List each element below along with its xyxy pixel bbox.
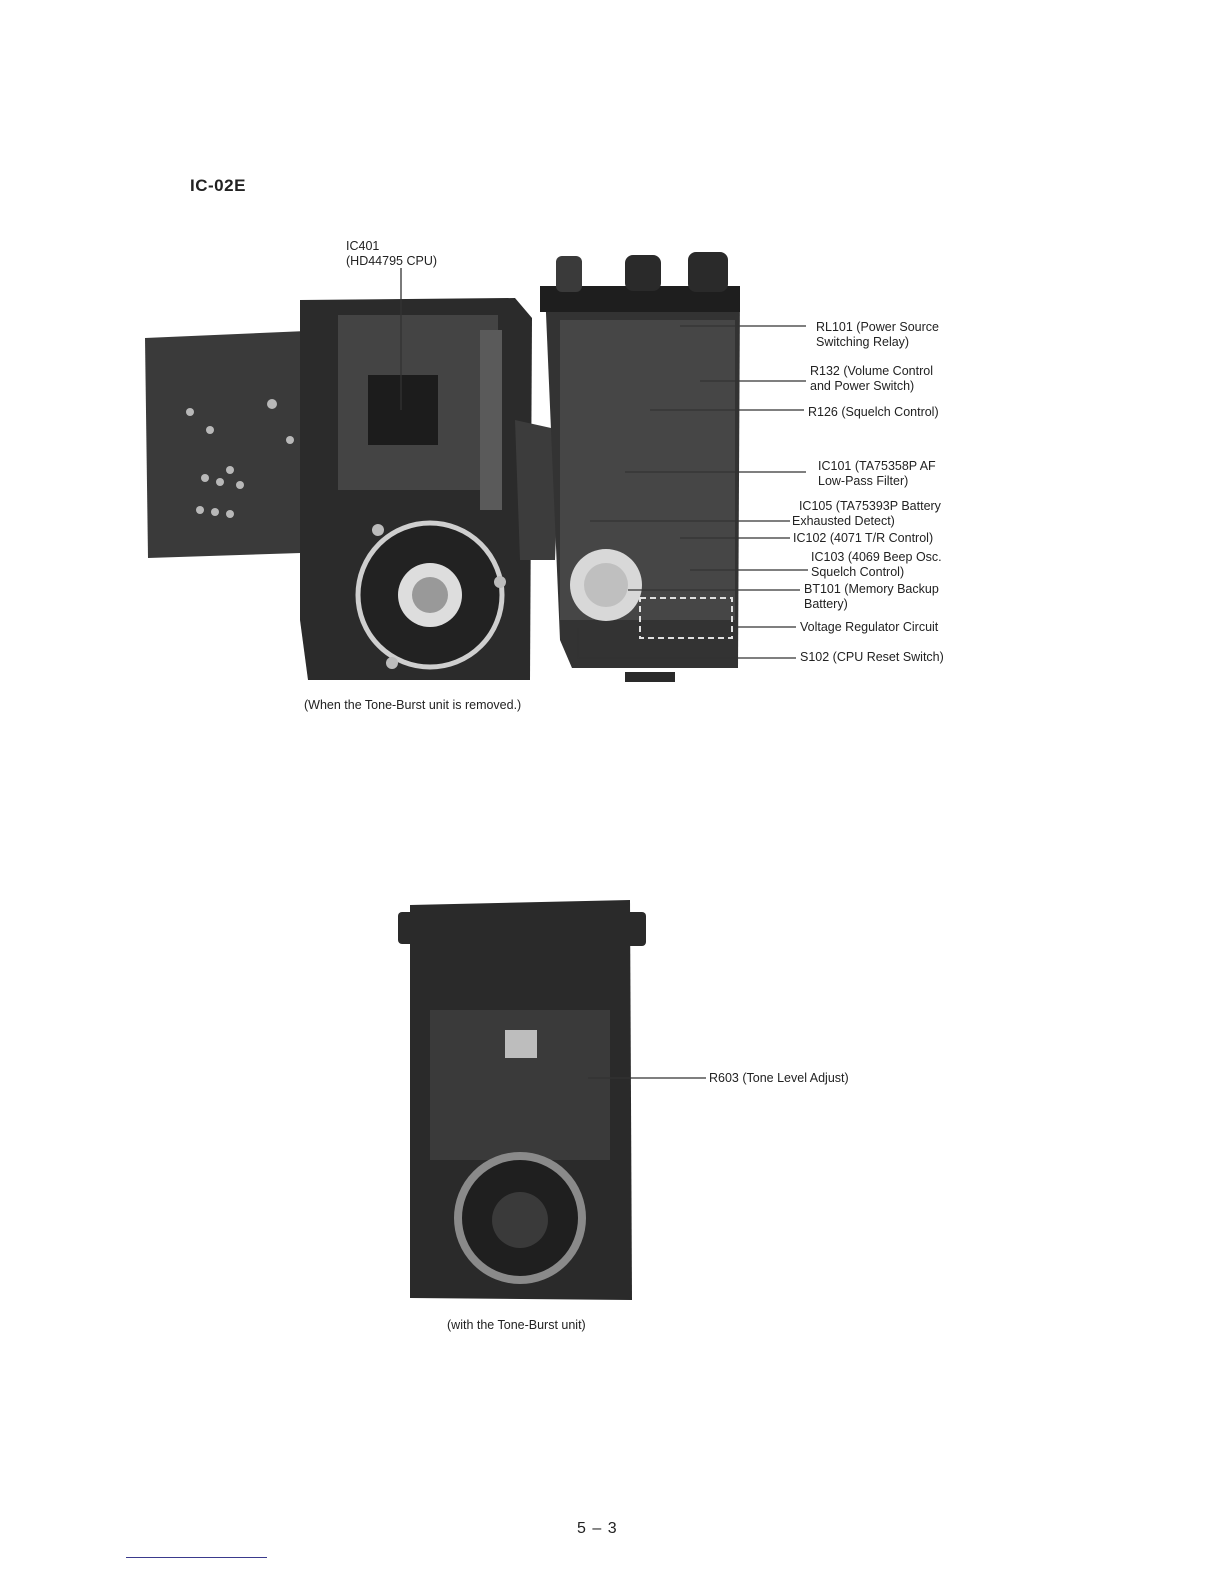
ic105-label: IC105 (TA75393P Battery Exhausted Detect… <box>792 499 941 528</box>
bottom-figure-caption: (with the Tone-Burst unit) <box>447 1318 586 1332</box>
connector-strip <box>480 330 502 510</box>
knob-left <box>625 255 661 291</box>
regulator-outline <box>639 597 733 639</box>
left-board-solder-points <box>186 399 294 518</box>
rl101-label: RL101 (Power Source Switching Relay) <box>816 320 939 349</box>
r132-label: R132 (Volume Control and Power Switch) <box>810 364 933 393</box>
ic401-chip <box>368 375 438 445</box>
knob-right <box>688 252 728 292</box>
left-sub-board <box>145 330 332 558</box>
r603-label: R603 (Tone Level Adjust) <box>709 1071 849 1085</box>
ic401-label: IC401 (HD44795 CPU) <box>346 239 438 268</box>
s102-label: S102 (CPU Reset Switch) <box>800 650 944 664</box>
model-title: IC-02E <box>190 176 246 195</box>
ic103-label: IC103 (4069 Beep Osc. Squelch Control) <box>811 550 942 579</box>
ic102-label: IC102 (4071 T/R Control) <box>793 531 934 545</box>
bt101-label: BT101 (Memory Backup Battery) <box>804 582 939 611</box>
top-leader-lines <box>400 268 808 659</box>
page-number: 5 – 3 <box>577 1520 618 1537</box>
ribbon-cable <box>515 420 560 560</box>
ic101-label: IC101 (TA75358P AF Low-Pass Filter) <box>818 459 936 488</box>
tone-burst-crystal <box>505 1030 537 1058</box>
antenna-connector <box>556 256 582 292</box>
r126-label: R126 (Squelch Control) <box>808 405 939 419</box>
voltage-regulator-label: Voltage Regulator Circuit <box>800 620 939 634</box>
top-figure-caption: (When the Tone-Burst unit is removed.) <box>304 698 522 712</box>
footer-rule <box>126 1557 267 1558</box>
